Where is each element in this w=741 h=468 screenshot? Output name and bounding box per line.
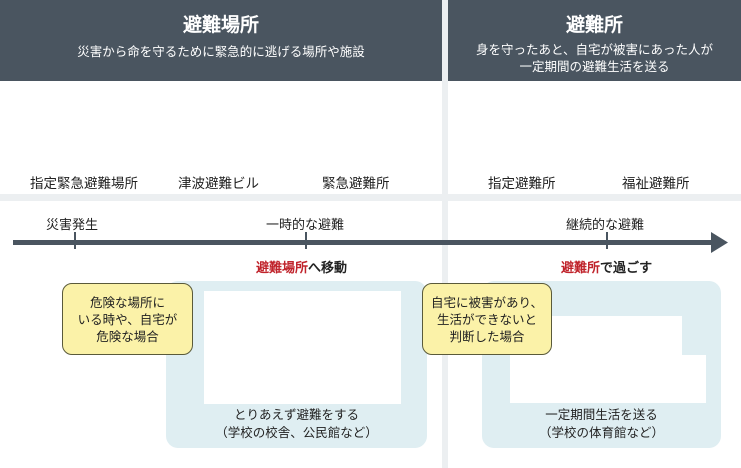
move-to-evacuation-site: 避難場所へ移動 [256,257,347,276]
evacuation-site-subtitle: 災害から命を守るために緊急的に逃げる場所や施設 [77,44,365,59]
timeline-label-temporary: 一時的な避難 [266,218,345,233]
danger-condition-note: 危険な場所に いる時や、自宅が 危険な場合 [62,283,193,355]
type-tsunami-building: 津波避難ビル [178,176,259,192]
shelter-subtitle-line1: 身を守ったあと、自宅が被害にあった人が [475,42,713,57]
damage-note-line1: 自宅に被害があり、 [430,294,543,310]
danger-note-line1: 危険な場所に [89,294,165,310]
shelter-image-lower [510,355,706,403]
section-divider [442,0,448,468]
damage-note-line3: 判断した場合 [449,328,525,344]
type-welfare-shelter: 福祉避難所 [622,176,690,192]
type-row-separator [0,194,741,201]
timeline-arrow [13,232,728,253]
type-designated-shelter: 指定避難所 [488,176,556,192]
temporary-caption-line2: （学校の校舎、公民館など） [215,425,378,440]
shelter-header: 避難所 身を守ったあと、自宅が被害にあった人が 一定期間の避難生活を送る [448,0,741,81]
evacuation-site-image [204,291,401,404]
move-right-rest: で過ごす [600,261,653,276]
danger-note-line2: いる時や、自宅が [77,311,178,327]
move-left-highlight: 避難場所 [256,261,309,276]
shelter-image-upper [530,316,682,356]
move-right-highlight: 避難所 [561,261,601,276]
damage-condition-note: 自宅に被害があり、 生活ができないと 判断した場合 [422,283,552,355]
evacuation-site-header: 避難場所 災害から命を守るために緊急的に逃げる場所や施設 [0,0,442,81]
timeline-label-disaster: 災害発生 [46,218,99,233]
timeline-label-continuous: 継続的な避難 [566,218,645,233]
stay-at-shelter: 避難所で過ごす [561,257,652,276]
evacuation-site-title: 避難場所 [182,14,259,36]
type-designated-emergency-site: 指定緊急避難場所 [30,176,138,192]
damage-note-line2: 生活ができないと [436,311,537,327]
move-left-rest: へ移動 [308,261,348,276]
long-term-caption-line2: （学校の体育館など） [538,425,664,440]
shelter-subtitle-line2: 一定期間の避難生活を送る [519,59,670,74]
type-emergency-shelter: 緊急避難所 [322,176,390,192]
temporary-caption-line1: とりあえず避難をする [233,407,359,422]
long-term-caption-line1: 一定期間生活を送る [545,407,658,422]
shelter-title: 避難所 [565,14,623,36]
danger-note-line3: 危険な場合 [96,328,159,344]
bottom-left-blank [0,357,166,468]
